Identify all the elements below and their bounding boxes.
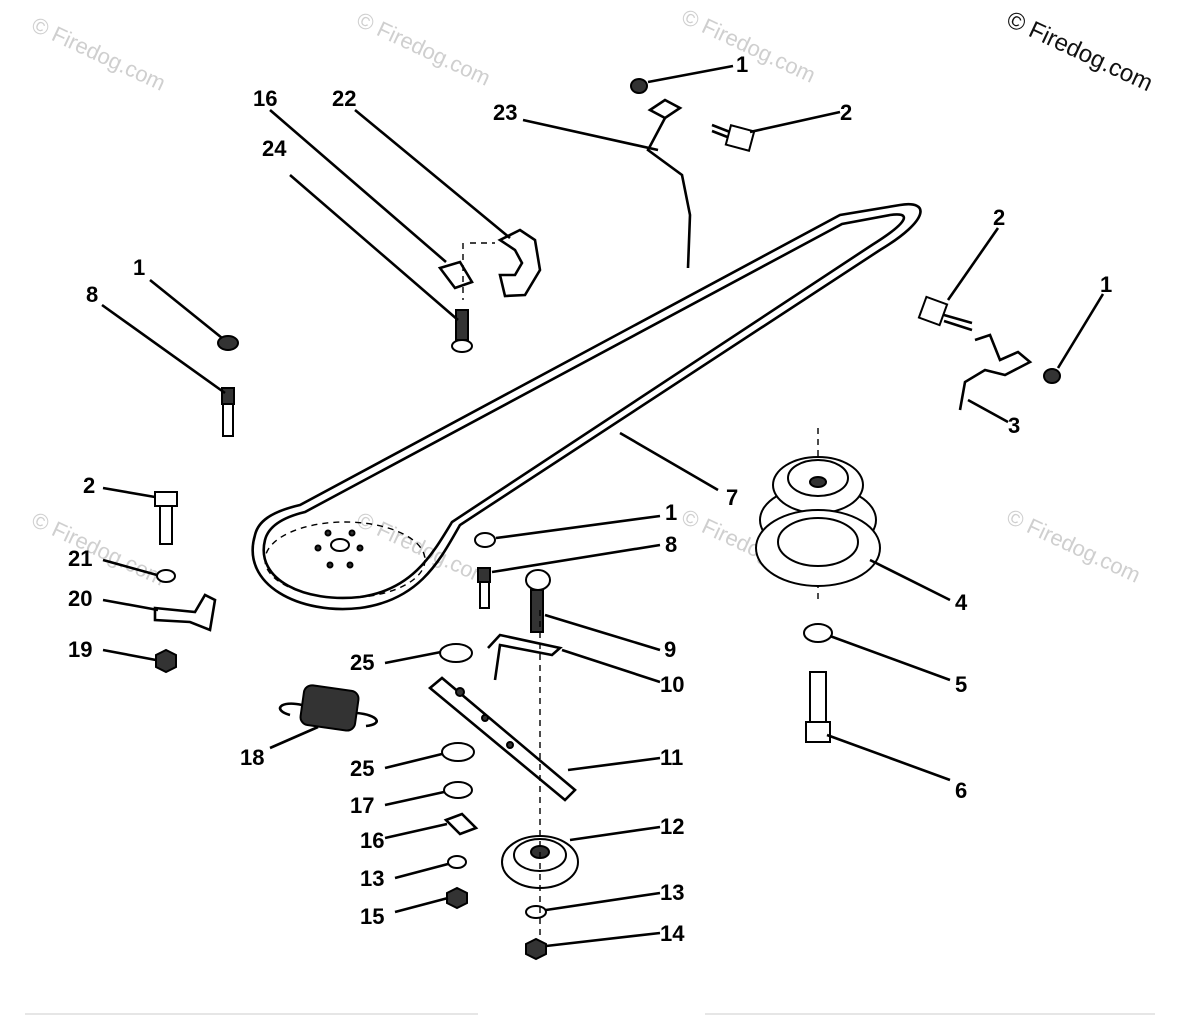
- idler-arm-assembly: [427, 532, 577, 910]
- watermark: © Firedog.com: [28, 12, 170, 96]
- callout-14: 14: [660, 921, 685, 946]
- tension-spring: [278, 684, 378, 732]
- callout-25: 25: [350, 650, 374, 675]
- callout-17: 17: [350, 793, 374, 818]
- callout-8: 8: [86, 282, 98, 307]
- double-pulley: [755, 428, 881, 743]
- callout-1: 1: [736, 52, 748, 77]
- callout-9: 9: [664, 637, 676, 662]
- callout-6: 6: [955, 778, 967, 803]
- callout-1: 1: [133, 255, 145, 280]
- idler-pulley: [501, 610, 579, 961]
- callout-labels: 1 2 23 16 22 24 2 1 3 1 8 7 1 8 4 5 6 2 …: [68, 52, 1112, 946]
- callout-10: 10: [660, 672, 684, 697]
- callout-16: 16: [360, 828, 384, 853]
- callout-16: 16: [253, 86, 277, 111]
- callout-2: 2: [993, 205, 1005, 230]
- copyright-watermark: © Firedog.com: [1002, 6, 1156, 97]
- callout-1: 1: [1100, 272, 1112, 297]
- callout-20: 20: [68, 586, 92, 611]
- watermark: © Firedog.com: [678, 4, 820, 88]
- belt-guide-top: [630, 78, 756, 269]
- callout-24: 24: [262, 136, 287, 161]
- callout-23: 23: [493, 100, 517, 125]
- callout-5: 5: [955, 672, 967, 697]
- drive-belt: [251, 202, 922, 611]
- callout-13: 13: [360, 866, 384, 891]
- callout-25: 25: [350, 756, 374, 781]
- callout-8: 8: [665, 532, 677, 557]
- callout-15: 15: [360, 904, 384, 929]
- bracket-assembly: [437, 228, 542, 353]
- callout-11: 11: [660, 745, 683, 770]
- watermark: © Firedog.com: [1003, 504, 1145, 588]
- callout-3: 3: [1008, 413, 1020, 438]
- callout-4: 4: [955, 590, 968, 615]
- callout-1: 1: [665, 500, 677, 525]
- callout-12: 12: [660, 814, 684, 839]
- callout-2: 2: [840, 100, 852, 125]
- stud-left: [217, 335, 239, 437]
- belt-guide-right: [917, 295, 1061, 411]
- callout-22: 22: [332, 86, 356, 111]
- callout-21: 21: [68, 546, 92, 571]
- callout-18: 18: [240, 745, 264, 770]
- leader-lines: [101, 64, 1105, 948]
- callout-7: 7: [726, 485, 738, 510]
- callout-13: 13: [660, 880, 684, 905]
- watermark-group: © Firedog.com © Firedog.com © Firedog.co…: [28, 4, 1145, 591]
- watermark: © Firedog.com: [353, 7, 495, 91]
- left-bolt-assembly: [153, 491, 217, 674]
- callout-2: 2: [83, 473, 95, 498]
- callout-19: 19: [68, 637, 92, 662]
- watermark: © Firedog.com: [28, 507, 170, 591]
